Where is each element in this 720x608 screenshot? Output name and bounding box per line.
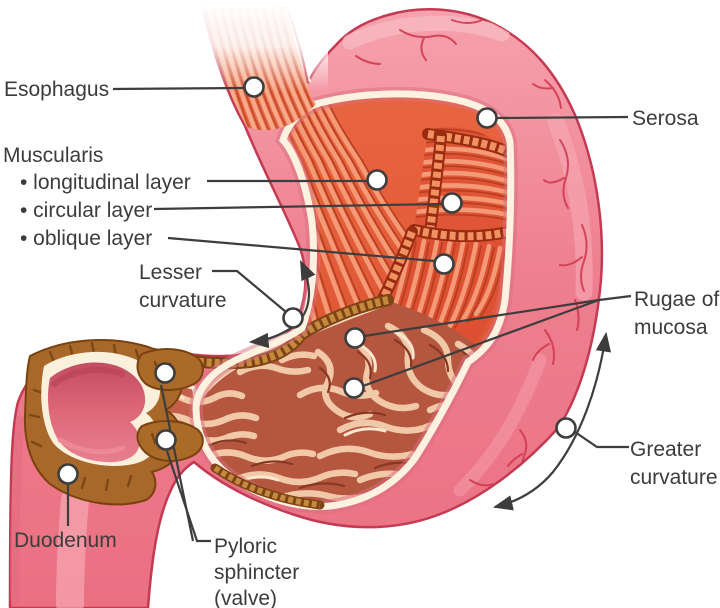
label-pyloric-line1: Pyloric [214,535,278,558]
leader-pyloric-lower [165,450,211,543]
leader-serosa [496,115,629,120]
cut-rim [188,86,518,514]
label-lesser-curvature-line1: Lesser [139,261,203,284]
label-rugae-of-mucosa: Rugae of mucosa [634,286,719,342]
label-lesser-curvature: Lesser curvature [139,259,227,315]
label-greater-curvature-line2: curvature [630,466,718,489]
label-esophagus: Esophagus [4,78,110,101]
label-pyloric-line2: sphincter [214,561,300,584]
marker-dot-oblique-layer [433,253,455,275]
leader-oblique [167,236,436,263]
label-greater-curvature-line1: Greater [630,438,702,461]
marker-dot-rugae-lower [343,377,365,399]
label-serosa: Serosa [632,107,699,130]
label-longitudinal-layer: • longitudinal layer [20,171,191,194]
label-rugae-line2: mucosa [634,316,708,339]
label-oblique-layer: • oblique layer [20,227,153,250]
leader-circular [153,202,443,211]
curved-arrow-greater-curvature [492,331,612,511]
marker-dot-greater-curvature [555,417,577,439]
label-muscularis-layers: • longitudinal layer • circular layer • … [20,169,191,253]
label-pyloric-line3: (valve) [214,587,278,608]
label-lesser-curvature-line2: curvature [139,289,227,312]
marker-dot-longitudinal-layer [366,169,388,191]
label-muscularis: Muscularis [3,144,104,167]
leader-lines [66,86,632,543]
marker-dot-circular-layer [441,192,463,214]
label-rugae-line1: Rugae of [634,288,720,311]
marker-dot-rugae-upper [344,327,366,349]
duodenum-cavity [48,362,146,463]
leader-esophagus [112,86,245,91]
marker-dot-esophagus [243,76,265,98]
leader-pyloric-upper [159,384,195,542]
marker-dot-pyloric-lower [155,429,177,451]
marker-dots [57,76,577,485]
marker-dot-serosa [476,107,498,129]
label-duodenum: Duodenum [14,529,117,552]
leader-rugae-lower [362,298,600,388]
curved-arrow-lesser-curvature [248,260,316,349]
marker-dot-lesser-curvature [282,307,304,329]
label-circular-layer: • circular layer [20,199,153,222]
marker-dot-pyloric-upper [154,362,176,384]
leader-greater-curvature [574,431,629,449]
label-pyloric-sphincter: Pyloric sphincter (valve) [214,534,299,608]
marker-dot-duodenum [57,463,79,485]
label-greater-curvature: Greater curvature [630,436,718,492]
